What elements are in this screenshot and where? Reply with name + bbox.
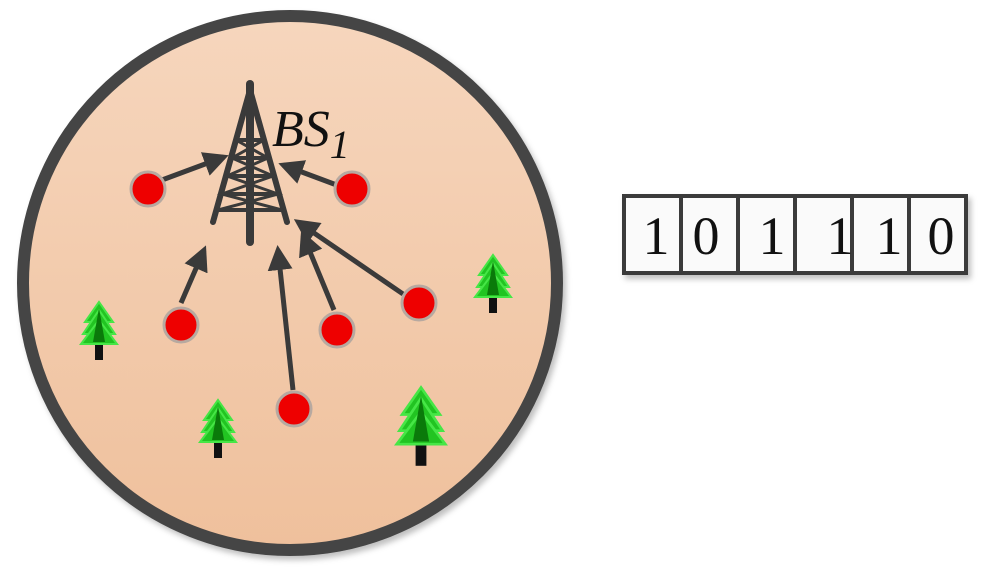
user-node-icon xyxy=(275,390,313,428)
uplink-arrow xyxy=(299,230,337,311)
uplink-arrow xyxy=(161,152,229,183)
bit-value: 0 xyxy=(693,206,720,266)
tree-icon xyxy=(393,385,449,466)
base-station-name: BS xyxy=(272,101,330,158)
base-station-label: BS1 xyxy=(272,101,350,167)
bit-cell xyxy=(793,194,854,275)
user-node-icon xyxy=(318,311,356,349)
user-node-icon xyxy=(162,306,200,344)
bit-cell xyxy=(736,194,797,275)
bit-value: 1 xyxy=(827,206,854,266)
bit-cell xyxy=(622,194,683,275)
uplink-arrow xyxy=(267,245,296,391)
uplink-arrow xyxy=(278,160,343,190)
cell-coverage-area xyxy=(17,10,563,556)
tree-icon xyxy=(473,253,513,313)
user-node-icon xyxy=(333,170,371,208)
uplink-arrows xyxy=(161,152,405,391)
bit-cell xyxy=(907,194,968,275)
bit-value: 0 xyxy=(928,206,955,266)
user-nodes xyxy=(129,170,438,428)
uplink-arrow xyxy=(178,245,208,304)
bit-value: 1 xyxy=(876,206,903,266)
user-node-icon xyxy=(129,170,167,208)
tree-icon xyxy=(198,398,238,458)
bit-value: 1 xyxy=(759,206,786,266)
bit-cell xyxy=(679,194,740,275)
uplink-arrow xyxy=(293,219,405,297)
tree-icon xyxy=(79,300,119,360)
bit-values: 1 0 1 1 1 0 xyxy=(643,206,955,266)
bit-value: 1 xyxy=(643,206,670,266)
bit-register xyxy=(622,194,968,275)
user-node-icon xyxy=(400,284,438,322)
base-station-subscript: 1 xyxy=(330,122,350,167)
radio-tower-icon xyxy=(210,80,290,246)
